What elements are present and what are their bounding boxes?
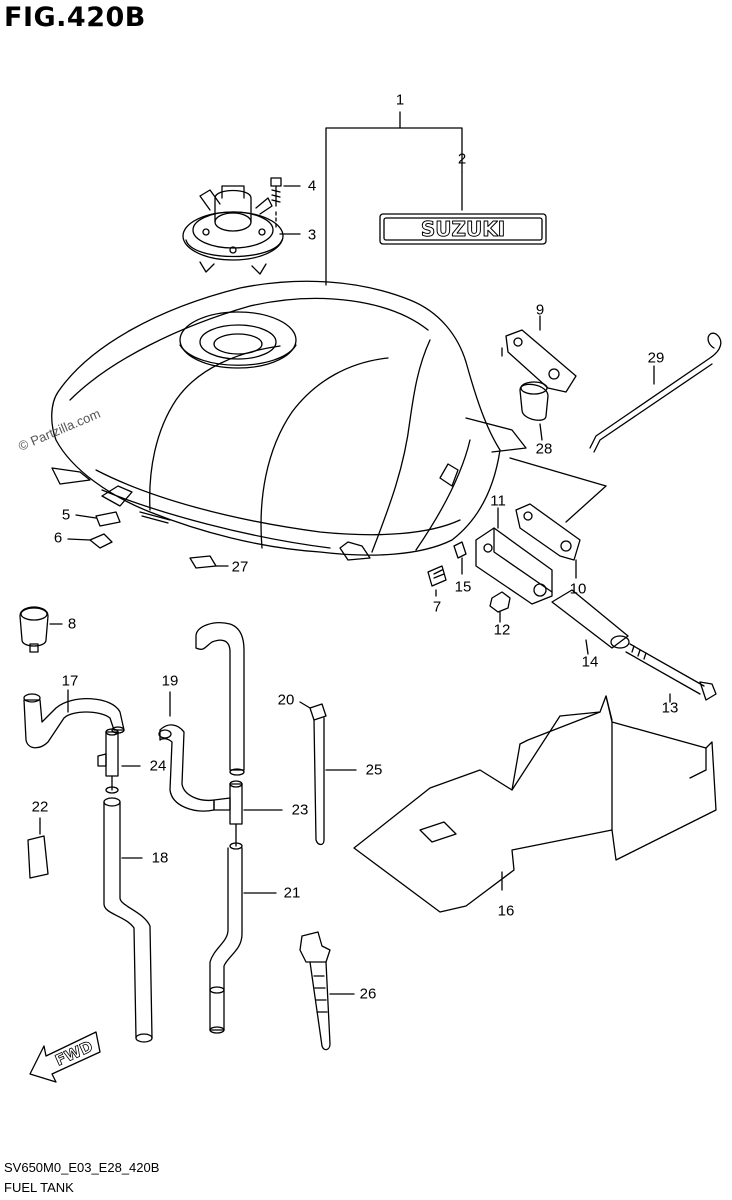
- callout-9: 9: [535, 301, 545, 319]
- fuel-tank: [51, 280, 527, 561]
- hose-18: [103, 797, 153, 1043]
- cushion-5: [75, 511, 121, 527]
- heat-shield-16: [353, 695, 717, 913]
- hose-17: [23, 689, 125, 749]
- cap-bolt: [270, 177, 301, 235]
- hose-21: [209, 847, 277, 1034]
- hose-upper: [195, 622, 245, 776]
- cushion-28: [519, 381, 549, 441]
- callout-11: 11: [490, 492, 506, 510]
- joint-23: [213, 780, 283, 850]
- callout-27: 27: [231, 558, 249, 576]
- callout-23: 23: [291, 801, 309, 819]
- label-27: [189, 555, 229, 569]
- joint-24: [97, 728, 141, 794]
- suzuki-emblem: SUZUKI: [379, 171, 547, 245]
- callout-3: 3: [307, 226, 317, 244]
- callout-10: 10: [569, 580, 587, 598]
- callout-17: 17: [61, 672, 79, 690]
- callout-21: 21: [283, 884, 301, 902]
- callout-6: 6: [53, 529, 63, 547]
- callout-22: 22: [31, 798, 49, 816]
- callout-25: 25: [365, 761, 383, 779]
- emblem-lettering: SUZUKI: [421, 217, 505, 241]
- callout-5: 5: [61, 506, 71, 524]
- callout-18: 18: [151, 849, 169, 867]
- callout-8: 8: [67, 615, 77, 633]
- figure-title: FIG.420B: [4, 2, 146, 33]
- callout-19: 19: [161, 672, 179, 690]
- callout-26: 26: [359, 985, 377, 1003]
- damper-8: [19, 606, 63, 653]
- document-code: SV650M0_E03_E28_420B: [4, 1160, 160, 1175]
- bolt-13: [625, 643, 717, 703]
- callout-2: 2: [457, 150, 467, 168]
- bracket-10: [515, 503, 581, 579]
- spacer-14: [551, 589, 630, 655]
- callout-4: 4: [307, 177, 317, 195]
- callout-7: 7: [432, 598, 442, 616]
- part1-bracket: [325, 111, 463, 286]
- fuel-cap: [182, 185, 284, 275]
- cushion-6: [67, 533, 113, 549]
- callout-14: 14: [581, 653, 599, 671]
- fwd-arrow-icon: FWD: [29, 1031, 101, 1083]
- callout-12: 12: [493, 621, 511, 639]
- callout-1: 1: [395, 91, 405, 109]
- callout-15: 15: [454, 578, 472, 596]
- label-22: [27, 817, 49, 879]
- clamp-25: [299, 701, 357, 846]
- callout-13: 13: [661, 699, 679, 717]
- callout-20: 20: [277, 691, 295, 709]
- prop-rod-29: [589, 332, 722, 453]
- bracket-11: [475, 507, 553, 605]
- figure-caption: FUEL TANK: [4, 1180, 74, 1195]
- callout-28: 28: [535, 440, 553, 458]
- callout-16: 16: [497, 902, 515, 920]
- label-7: [427, 565, 447, 597]
- hose-19: [158, 691, 215, 812]
- clamp-26: [299, 931, 355, 1051]
- callout-24: 24: [149, 757, 167, 775]
- nut-12: [489, 591, 511, 623]
- clip-15: [453, 541, 467, 575]
- hinge-plate-9: [501, 315, 577, 393]
- callout-29: 29: [647, 349, 665, 367]
